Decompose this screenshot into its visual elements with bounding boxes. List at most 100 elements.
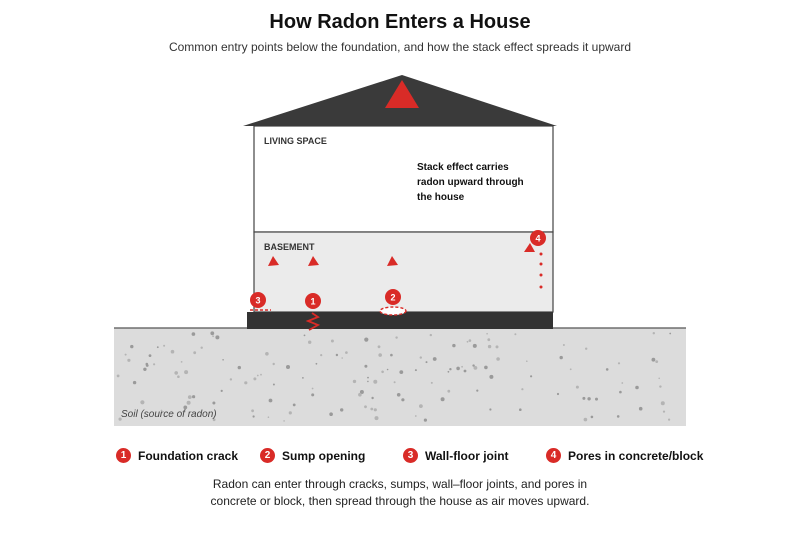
soil-speckle [127,358,131,362]
soil-speckle [220,389,223,392]
soil-speckle [559,355,563,360]
soil-speckle [303,334,306,337]
legend-badge: 3 [403,448,418,463]
legend-item-wall-floor-joint: 3 Wall-floor joint [403,448,509,463]
svg-text:4: 4 [535,234,540,244]
soil-speckle [229,378,233,381]
soil-speckle [124,353,127,356]
soil-label: Soil (source of radon) [121,409,217,420]
soil-speckle [583,417,588,422]
stack-effect-line: the house [417,192,465,203]
legend-label: Foundation crack [138,448,239,463]
soil-region [114,328,686,426]
soil-speckle [222,359,224,361]
soil-speckle [487,338,491,342]
soil-speckle [244,381,248,385]
soil-speckle [130,344,134,349]
up-arrow-icon [268,256,279,266]
soil-speckle [430,381,433,384]
soil-speckle [315,362,318,365]
soil-speckle [311,393,315,397]
soil-speckle [212,335,215,338]
soil-speckle [619,390,622,394]
soil-speckle [495,345,499,349]
soil-speckle [659,385,662,388]
soil-speckle [662,410,666,413]
soil-speckle [562,344,565,346]
soil-speckle [432,357,437,361]
legend-label: Wall-floor joint [425,448,509,463]
soil-speckle [335,353,339,357]
soil-speckle [329,412,333,417]
soil-speckle [526,360,528,363]
soil-speckle [652,332,655,335]
soil-speckle [463,369,467,373]
soil-speckle [311,387,314,390]
soil-speckle [320,354,323,357]
soil-speckle [519,408,522,412]
legend-badge: 4 [546,448,561,463]
sump-ellipse-icon [379,306,407,316]
legend-badge: 1 [116,448,131,463]
marker-1: 1 [305,293,321,309]
up-arrow-icon [524,243,535,252]
soil-speckle [484,365,488,370]
soil-speckle [575,385,579,389]
soil-speckle [473,366,478,370]
soil-speckle [302,377,304,379]
soil-speckle [569,368,572,371]
soil-speckle [429,333,432,337]
soil-speckle [587,397,591,401]
soil-speckle [496,357,500,361]
soil-speckle [486,332,488,335]
marker-2: 2 [385,289,401,305]
soil-speckle [286,365,290,369]
svg-text:3: 3 [255,296,260,306]
living-space-label: LIVING SPACE [264,136,327,146]
soil-speckle [401,398,405,402]
soil-speckle [373,379,378,384]
soil-speckle [160,409,163,412]
soil-speckle [200,346,203,349]
soil-speckle [118,417,122,421]
basement-room [253,231,554,313]
soil-speckle [140,400,145,405]
legend-badge: 2 [260,448,275,463]
soil-speckle [283,420,285,422]
soil-speckle [447,370,450,373]
legend-item-foundation-crack: 1 Foundation crack [116,448,238,463]
soil-speckle [272,362,275,366]
foundation-slab [247,312,553,329]
soil-speckle [212,418,216,422]
legend-label: Sump opening [282,448,366,463]
soil-speckle [651,357,656,362]
soil-speckle [414,415,417,417]
basement-label: BASEMENT [264,242,315,252]
crack-zigzag-icon [305,312,321,331]
soil-speckle [364,364,368,368]
soil-speckle [364,337,369,342]
soil-speckle [192,395,196,399]
soil-speckle [370,407,374,411]
soil-speckle [617,362,621,365]
soil-speckle [237,365,241,370]
soil-speckle [452,343,456,348]
soil-speckle [148,354,152,357]
soil-speckle [183,405,188,410]
soil-speckle [260,373,262,376]
soil-speckle [393,381,396,384]
pores-dots [539,252,543,289]
stack-effect-line: radon upward through [417,177,524,188]
soil-speckle [153,363,156,366]
soil-speckle [340,408,344,412]
soil-speckle [399,370,404,374]
soil-speckle [177,375,180,379]
soil-speckle [191,332,196,336]
legend-label: Pores in concrete/block [568,448,704,463]
soil-speckle [472,364,475,367]
soil-speckle [364,405,367,409]
soil-speckle [268,398,273,403]
soil-speckle [668,418,671,421]
soil-speckle [371,396,374,400]
soil-speckle [396,393,401,397]
